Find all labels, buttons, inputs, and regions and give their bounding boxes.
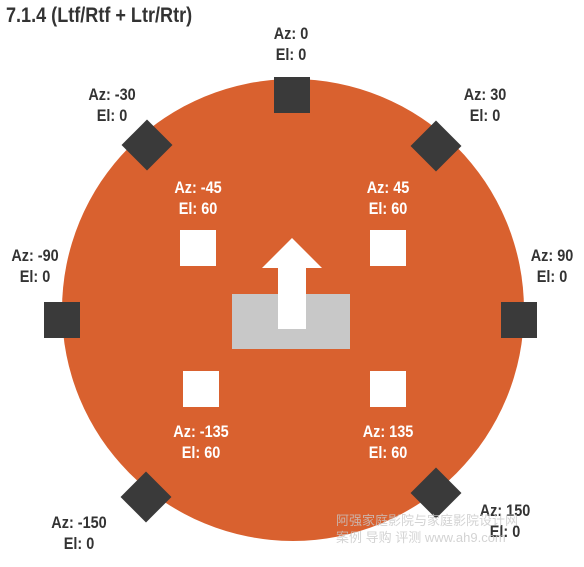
el-label: El: 60 bbox=[368, 443, 408, 462]
el-label: El: 0 bbox=[63, 534, 95, 553]
height-speaker-az-minus-135 bbox=[183, 371, 219, 407]
el-label: El: 0 bbox=[96, 106, 128, 125]
speaker-label-az-30: Az: 30 El: 0 bbox=[464, 84, 507, 126]
el-label: El: 0 bbox=[536, 267, 568, 286]
height-label-az-minus-45: Az: -45 El: 60 bbox=[174, 177, 221, 219]
el-label: El: 0 bbox=[19, 267, 51, 286]
height-label-az-minus-135: Az: -135 El: 60 bbox=[173, 421, 228, 463]
height-label-az-135: Az: 135 El: 60 bbox=[363, 421, 414, 463]
el-label: El: 0 bbox=[469, 106, 501, 125]
watermark: 阿强家庭影院与家庭影院设计网 案例 导购 评测 www.ah9.com bbox=[336, 512, 518, 546]
speaker-az-0 bbox=[274, 77, 310, 113]
az-label: Az: 0 bbox=[273, 24, 309, 43]
speaker-label-az-150: Az: 150 El: 0 bbox=[480, 500, 531, 542]
watermark-line-2: 案例 导购 评测 www.ah9.com bbox=[336, 530, 506, 545]
height-speaker-az-minus-45 bbox=[180, 230, 216, 266]
az-label: Az: -30 bbox=[88, 85, 136, 104]
az-label: Az: -150 bbox=[51, 513, 107, 532]
az-label: Az: -135 bbox=[173, 422, 229, 441]
az-label: Az: -45 bbox=[174, 178, 222, 197]
speaker-label-az-minus-90: Az: -90 El: 0 bbox=[11, 245, 58, 287]
height-label-az-45: Az: 45 El: 60 bbox=[367, 177, 410, 219]
speaker-label-az-90: Az: 90 El: 0 bbox=[531, 245, 574, 287]
el-label: El: 0 bbox=[275, 45, 307, 64]
az-label: Az: 150 bbox=[479, 501, 531, 520]
speaker-label-az-minus-150: Az: -150 El: 0 bbox=[51, 512, 106, 554]
height-speaker-az-45 bbox=[370, 230, 406, 266]
speaker-az-minus-90 bbox=[44, 302, 80, 338]
az-label: Az: 45 bbox=[366, 178, 410, 197]
az-label: Az: -90 bbox=[11, 246, 59, 265]
el-label: El: 60 bbox=[178, 199, 218, 218]
height-speaker-az-135 bbox=[370, 371, 406, 407]
front-direction-arrow-icon bbox=[262, 238, 322, 329]
speaker-label-az-minus-30: Az: -30 El: 0 bbox=[88, 84, 135, 126]
el-label: El: 60 bbox=[181, 443, 221, 462]
az-label: Az: 30 bbox=[463, 85, 507, 104]
az-label: Az: 135 bbox=[362, 422, 414, 441]
az-label: Az: 90 bbox=[530, 246, 574, 265]
diagram-title: 7.1.4 (Ltf/Rtf + Ltr/Rtr) bbox=[6, 4, 193, 27]
speaker-az-90 bbox=[501, 302, 537, 338]
el-label: El: 60 bbox=[368, 199, 408, 218]
speaker-label-az-0: Az: 0 El: 0 bbox=[274, 23, 309, 65]
el-label: El: 0 bbox=[489, 522, 521, 541]
speaker-az-minus-30 bbox=[121, 119, 173, 171]
watermark-line-1: 阿强家庭影院与家庭影院设计网 bbox=[336, 513, 519, 528]
